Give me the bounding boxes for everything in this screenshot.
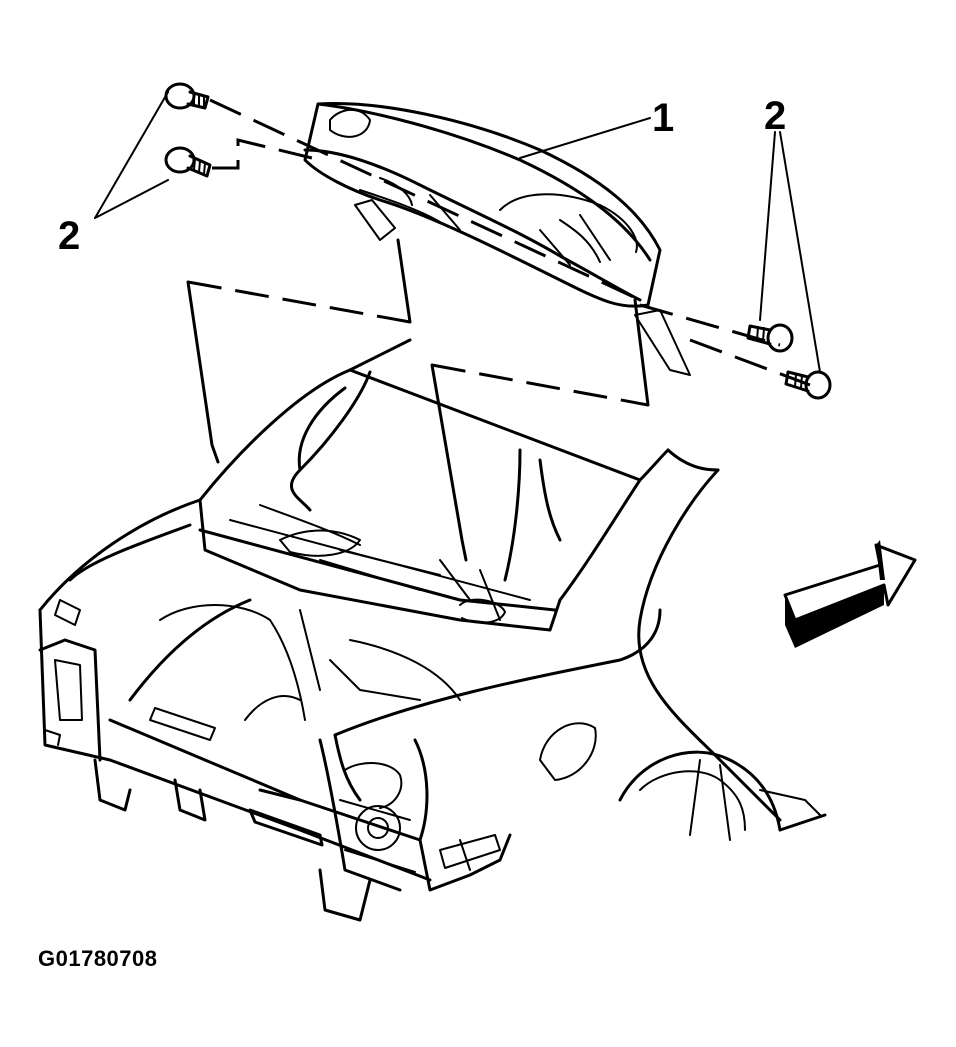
callout-label-2-left: 2 — [58, 214, 81, 258]
callout-label-2-right: 2 — [764, 94, 787, 138]
rear-panel-part — [303, 102, 691, 376]
alignment-lines — [186, 98, 811, 562]
bolt-right-upper — [746, 323, 794, 353]
bolt-left-upper — [164, 82, 210, 110]
bolt-left-lower — [164, 146, 212, 178]
front-direction-arrow — [783, 540, 917, 648]
callout-leaders — [94, 91, 821, 373]
callout-label-1: 1 — [652, 96, 675, 140]
vehicle-body — [38, 338, 827, 922]
figure-id: G01780708 — [38, 946, 158, 971]
